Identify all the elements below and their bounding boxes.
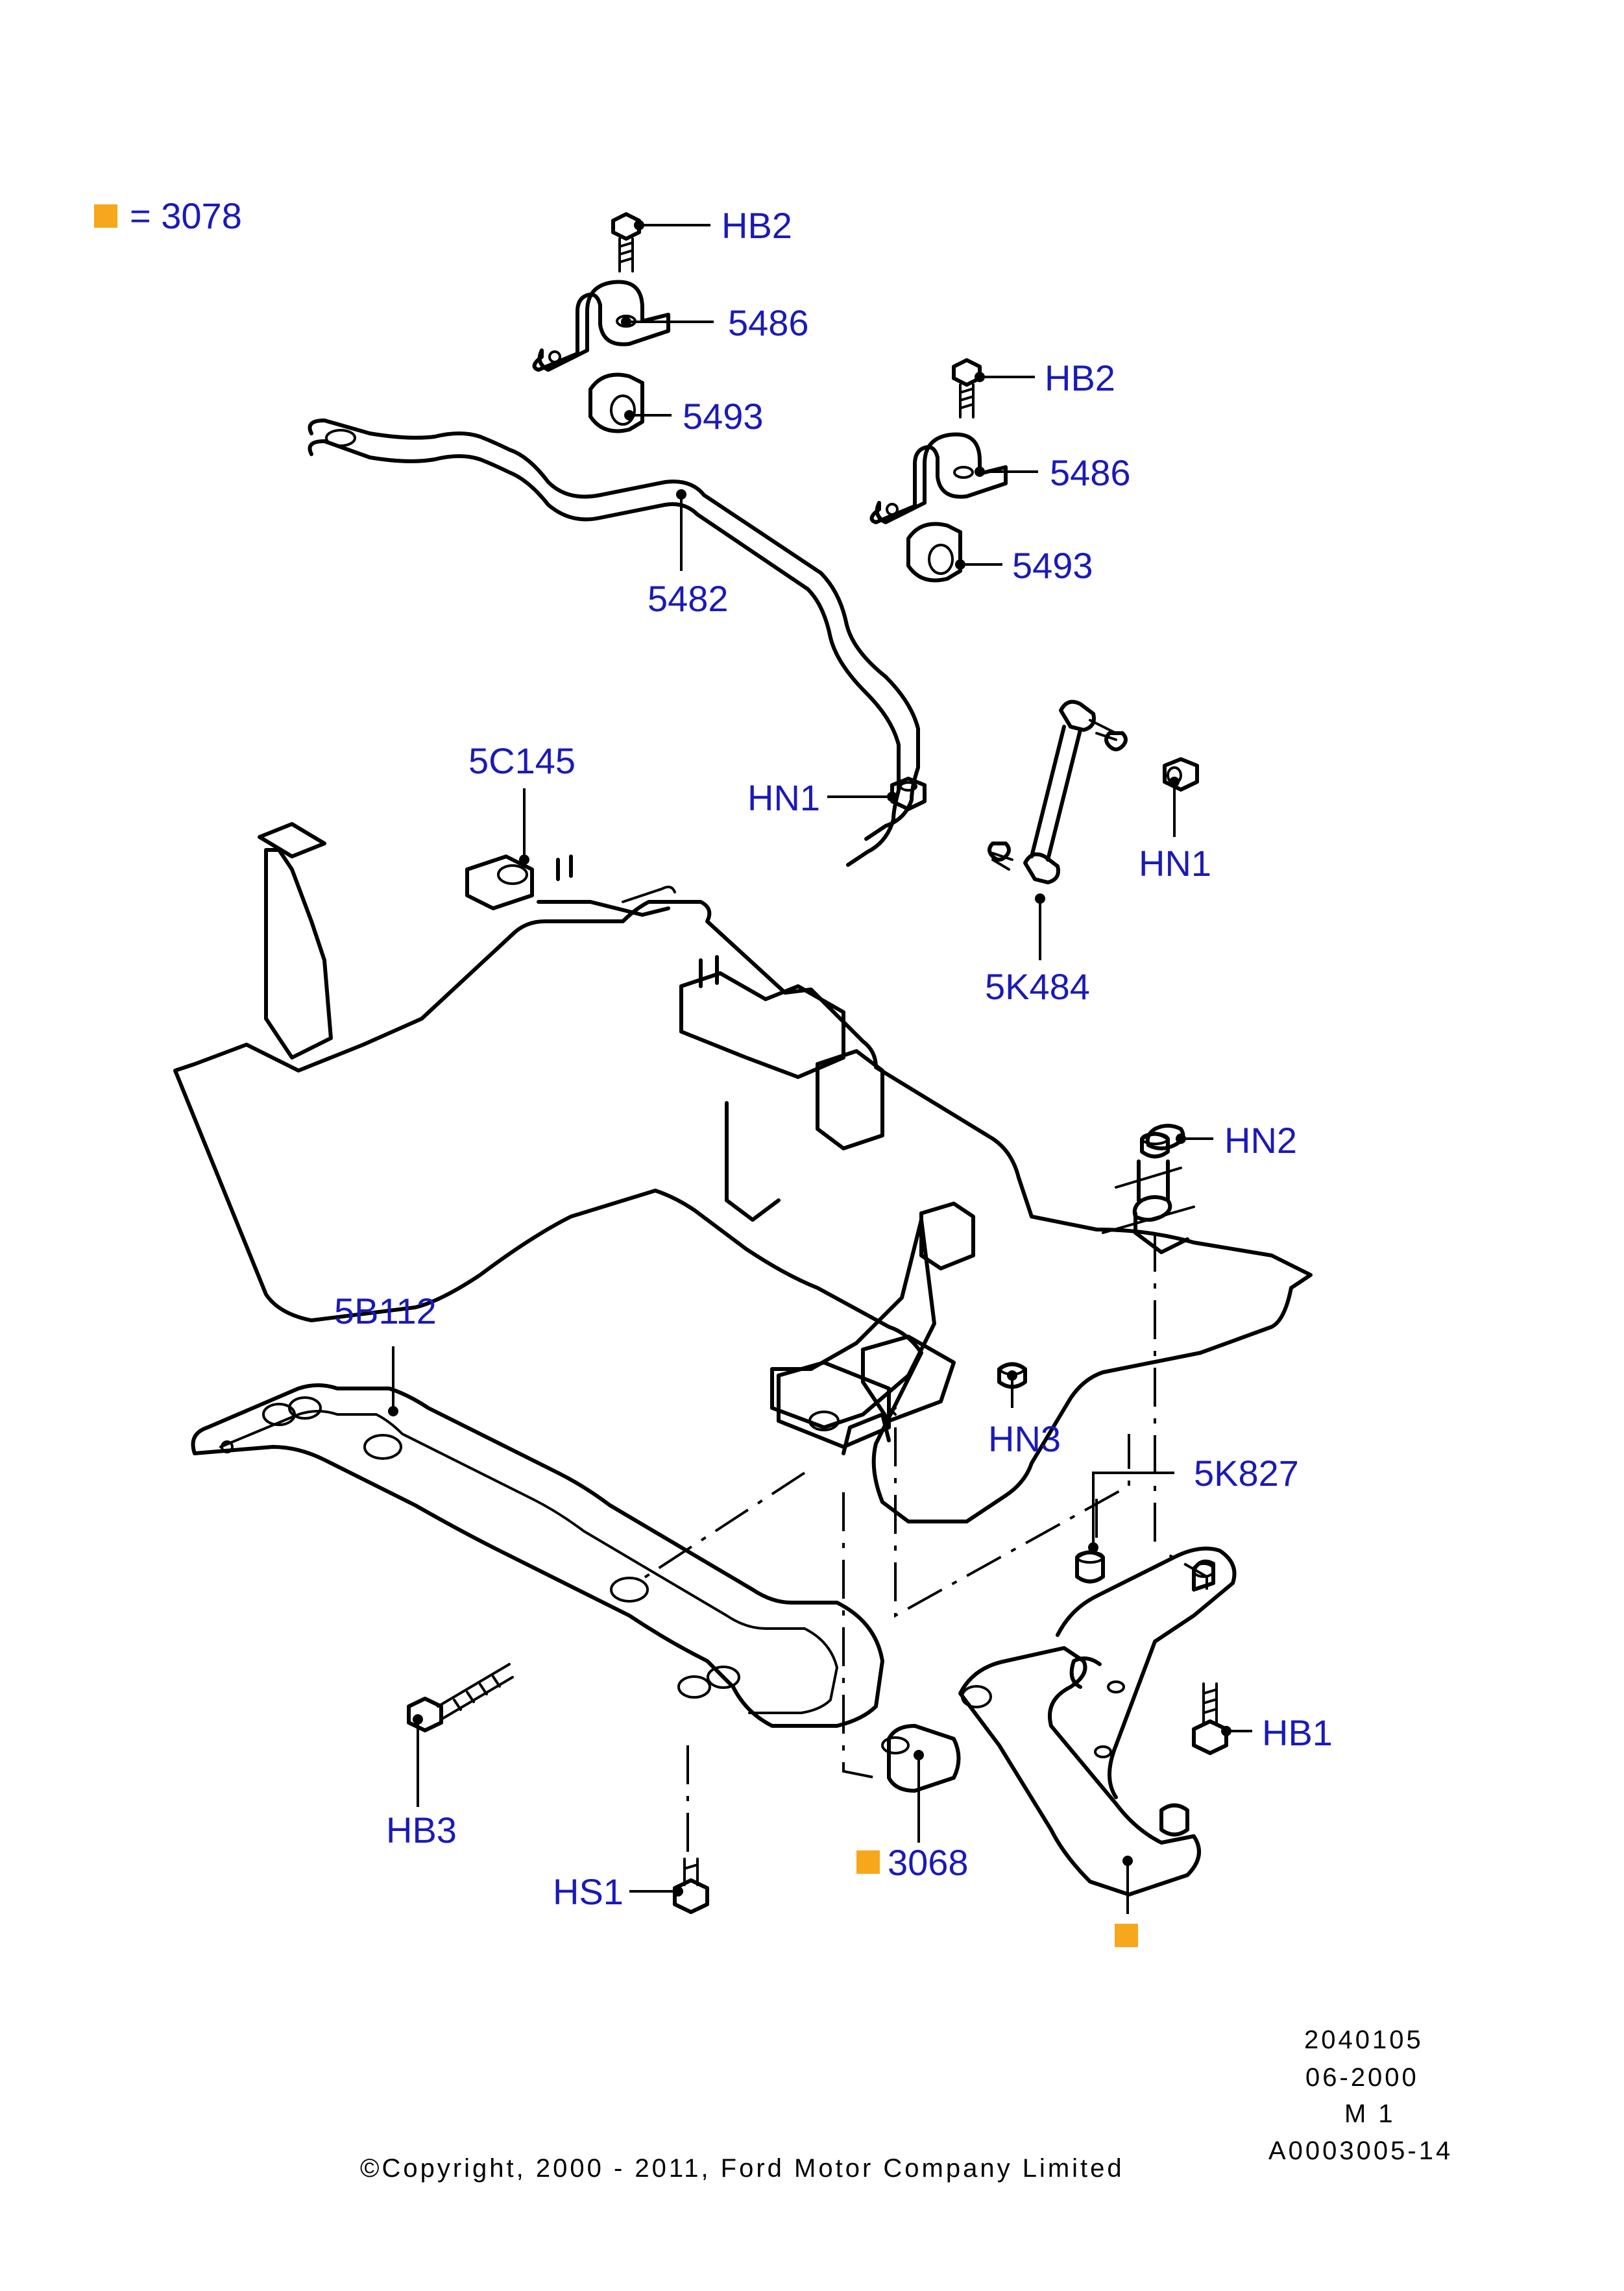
leader-5k827: [1088, 1472, 1174, 1553]
stabilizer-bar-5482: [308, 418, 920, 867]
leader-5k484: [1035, 893, 1045, 960]
footer-copyright: ©Copyright, 2000 - 2011, Ford Motor Comp…: [360, 2154, 1124, 2183]
label-hs1: HS1: [553, 1871, 624, 1912]
marker-3068: [856, 1850, 880, 1874]
bushing-5493-a: [588, 372, 644, 433]
subframe-5c145: [173, 822, 1313, 1523]
clamp-5486-b: [869, 432, 1008, 524]
label-5486-b: 5486: [1050, 452, 1131, 493]
stabilizer-link-5k484: [988, 699, 1128, 884]
label-hn2: HN2: [1224, 1120, 1297, 1161]
bolt-hb1: [1192, 1682, 1228, 1755]
nut-hn2: [1140, 1132, 1170, 1159]
footer-line2: 06-2000: [1305, 2063, 1419, 2092]
label-3068: 3068: [888, 1842, 969, 1883]
leader-hb3: [413, 1714, 423, 1807]
label-hb1: HB1: [1262, 1712, 1333, 1753]
leader-3068: [914, 1750, 924, 1843]
leader-hs1: [629, 1886, 683, 1897]
leader-5486-a: [621, 317, 714, 327]
label-hb2-b: HB2: [1045, 358, 1115, 398]
legend-text: = 3078: [130, 195, 242, 236]
label-5482: 5482: [648, 578, 729, 619]
footer-line4: A0003005-14: [1268, 2137, 1453, 2165]
leader-hb2-b: [975, 372, 1035, 382]
label-5b112: 5B112: [334, 1291, 437, 1331]
label-5k484: 5K484: [985, 966, 1090, 1007]
label-hb3: HB3: [386, 1810, 457, 1850]
footer-line3: M 1: [1344, 2100, 1396, 2128]
label-5493-b: 5493: [1012, 545, 1093, 586]
label-hn1-b: HN1: [1139, 843, 1211, 884]
label-5c145: 5C145: [468, 740, 576, 781]
leader-5482: [676, 489, 686, 571]
label-hb2-a: HB2: [721, 205, 792, 246]
leader-5b112: [388, 1346, 398, 1416]
footer-line1: 2040105: [1304, 2026, 1424, 2054]
marker-control-arm: [1115, 1924, 1138, 1947]
leader-5493-a: [624, 410, 672, 420]
bolt-hb2-b: [952, 358, 982, 418]
crossmember-5b112: [191, 1383, 884, 1728]
bushing-5k827-small: [1075, 1550, 1105, 1584]
label-5k827: 5K827: [1194, 1453, 1299, 1494]
leader-hb2-a: [634, 220, 710, 230]
control-arm-5k827: [958, 1546, 1237, 1897]
bolt-hb2-a: [611, 212, 641, 273]
bolt-hb3: [407, 1663, 514, 1732]
label-5486-a: 5486: [728, 302, 809, 343]
leader-hn1-a: [827, 792, 897, 802]
bushing-3068: [881, 1724, 961, 1793]
leader-control-arm: [1122, 1856, 1133, 1914]
leader-5493-b: [955, 559, 1002, 570]
leader-hn1-b: [1169, 777, 1180, 837]
leader-5c145: [519, 788, 529, 865]
label-hn1-a: HN1: [747, 777, 820, 818]
bolt-hs1: [673, 1858, 709, 1914]
leader-hn3: [1007, 1370, 1017, 1408]
legend-marker: [94, 204, 117, 228]
clamp-5486-a: [532, 280, 670, 372]
label-5493-a: 5493: [683, 396, 764, 437]
leader-hn2: [1176, 1133, 1213, 1144]
bushing-5493-b: [906, 522, 962, 583]
leader-hb1: [1221, 1726, 1252, 1736]
nut-hn1-b: [1163, 757, 1199, 792]
label-hn3: HN3: [988, 1418, 1061, 1459]
alignment-lines: [635, 1233, 1208, 1856]
leader-5486-b: [975, 467, 1038, 477]
